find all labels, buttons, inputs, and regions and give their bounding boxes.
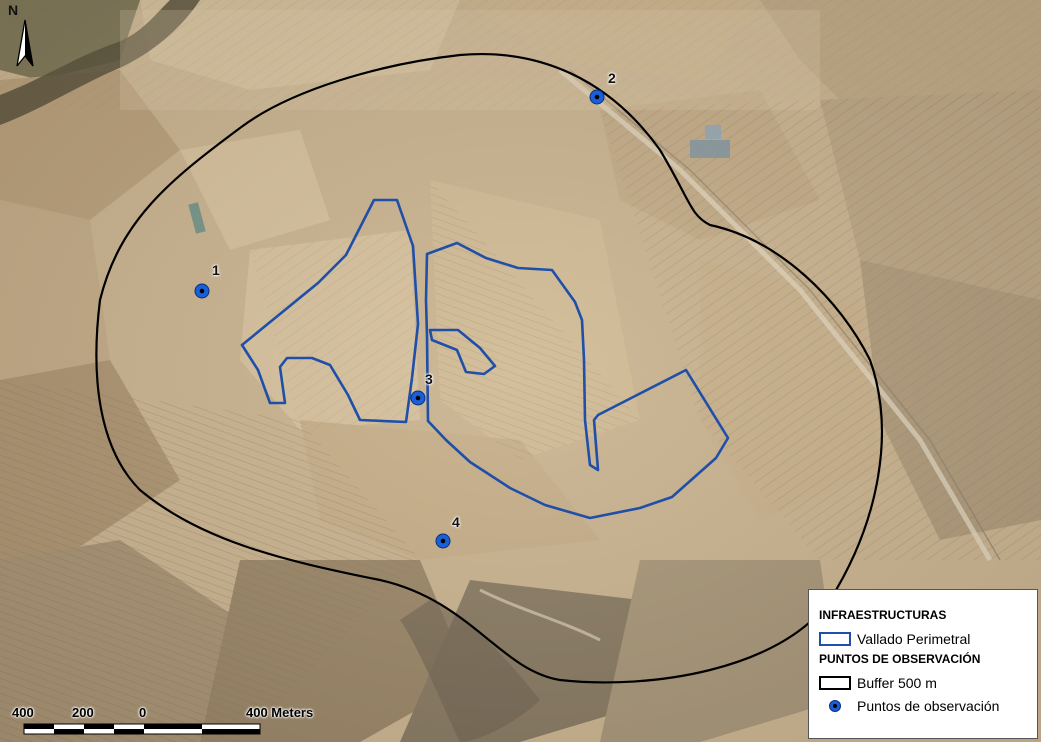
scale-label-200: 200 [72,705,94,720]
observation-points [194,89,605,549]
point-marker-icon [819,700,851,712]
observation-point-2[interactable] [589,89,605,105]
legend-heading-puntos: PUNTOS DE OBSERVACIÓN [819,652,981,666]
legend-item-buffer: Buffer 500 m [819,673,1037,693]
legend-item-points: Puntos de observación [819,696,1037,716]
map-legend: INFRAESTRUCTURAS Vallado Perimetral PUNT… [808,589,1038,739]
scale-label-0: 0 [139,705,147,720]
point-label-4: 4 [452,514,460,530]
point-label-2: 2 [608,70,616,86]
legend-heading-infraestructuras: INFRAESTRUCTURAS [819,608,947,622]
observation-point-3[interactable] [410,390,426,406]
north-arrow-icon [16,19,34,67]
legend-item-fence: Vallado Perimetral [819,629,1037,649]
legend-label-buffer: Buffer 500 m [857,675,937,691]
legend-label-fence: Vallado Perimetral [857,631,971,647]
scale-label-400-meters: 400 Meters [246,705,314,720]
legend-label-points: Puntos de observación [857,698,1000,714]
point-label-3: 3 [425,371,433,387]
scale-bar [23,723,261,735]
observation-point-4[interactable] [435,533,451,549]
point-label-1: 1 [212,262,220,278]
perimeter-fence[interactable] [240,198,730,520]
fence-swatch [819,632,851,646]
scale-label-400-left: 400 [12,705,34,720]
buffer-swatch [819,676,851,690]
observation-point-1[interactable] [194,283,210,299]
north-label: N [8,2,19,18]
